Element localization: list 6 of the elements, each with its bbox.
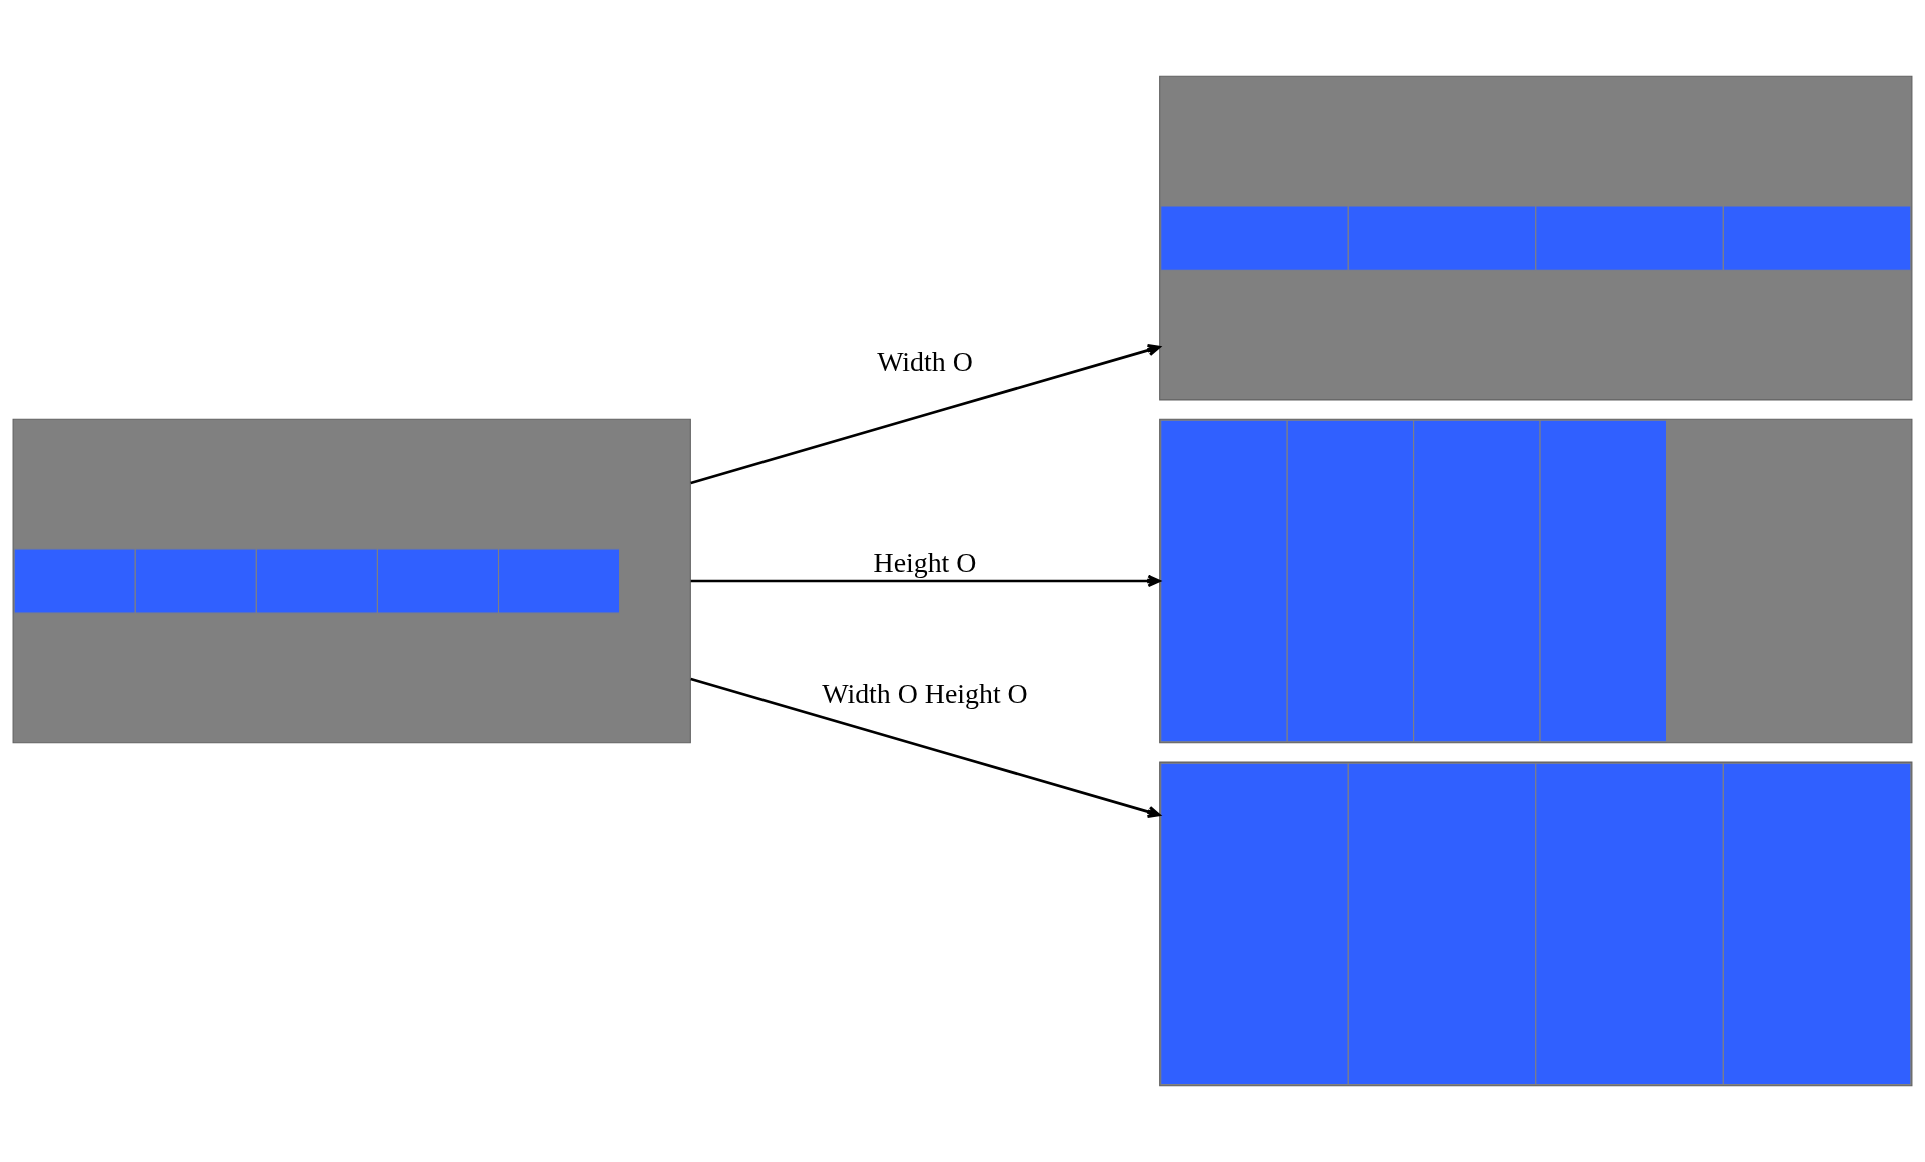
arrow bbox=[690, 344, 1161, 485]
edge-label: Width O Height O bbox=[822, 677, 1028, 709]
arrow bbox=[690, 574, 1161, 588]
edge-label: Width O bbox=[877, 345, 973, 377]
arrow bbox=[690, 677, 1161, 818]
edge-label: Height O bbox=[873, 547, 977, 579]
